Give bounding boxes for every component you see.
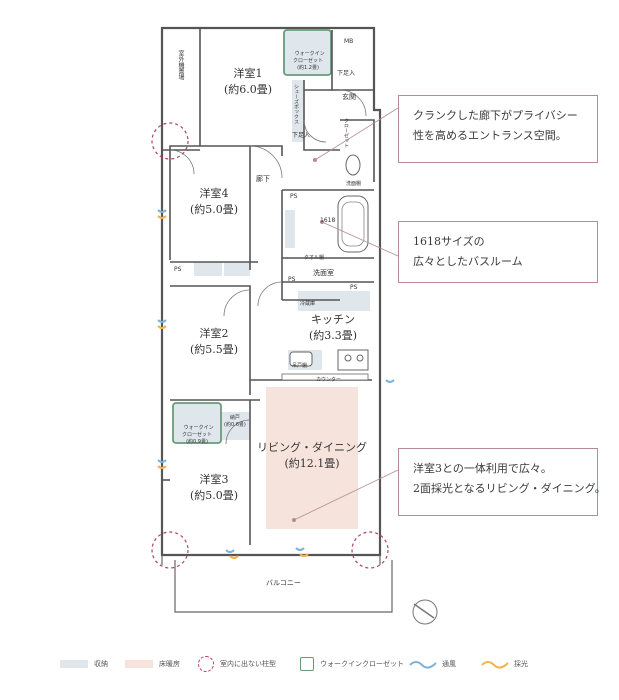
- room-western4: 洋室4 (約5.0畳): [184, 186, 244, 218]
- room-size: (約12.1畳): [284, 457, 340, 470]
- label-toilet-storage: 洗面棚: [346, 181, 362, 187]
- legend-wic: ウォークインクローゼット: [300, 654, 404, 674]
- label-closet-hall: クローゼット: [343, 118, 349, 148]
- legend-ventilation: 通風: [408, 654, 456, 674]
- callout-line: 性を高めるエントランス空間。: [413, 129, 567, 142]
- daylight-icon: [481, 661, 509, 669]
- label-outdoor-storage: 室外機置場: [177, 50, 184, 80]
- room-size: (約6.0畳): [223, 83, 273, 96]
- pillar-marker: [151, 531, 189, 569]
- room-name: リビング・ダイニング: [257, 441, 367, 454]
- room-living: リビング・ダイニング (約12.1畳): [256, 440, 368, 472]
- callout-living: 洋室3との一体利用で広々。 2面採光となるリビング・ダイニング。: [398, 448, 606, 516]
- kitchen-counter: [281, 373, 369, 381]
- storage-closet: [292, 80, 304, 142]
- label-kitchen-storage: 吊戸棚: [292, 363, 308, 369]
- storage-closet: [285, 210, 295, 248]
- callout-point: [313, 158, 317, 162]
- legend-pillar: 室内に出ない柱型: [198, 654, 276, 674]
- storage-closet: [194, 262, 222, 276]
- callout-point: [320, 220, 324, 224]
- callout-bathroom: 1618サイズの 広々としたバスルーム: [398, 221, 598, 283]
- room-western3: 洋室3 (約5.0畳): [184, 472, 244, 504]
- label-balcony: バルコニー: [266, 579, 301, 587]
- label-bath-storage: タオル棚: [304, 255, 325, 261]
- label-fridge: 冷蔵庫: [300, 301, 316, 307]
- label-wic-top: ウォークイン クローゼット(約1.2畳): [292, 51, 325, 71]
- label-ps4: PS: [350, 284, 358, 291]
- storage-closet: [298, 291, 370, 311]
- room-western1: 洋室1 (約6.0畳): [218, 66, 278, 98]
- label-nando: 納戸(約0.6畳): [224, 415, 246, 428]
- label-bath: 1618: [320, 217, 336, 224]
- room-name: 洋室3: [199, 473, 229, 486]
- storage-closet: [222, 412, 250, 440]
- room-name: 洋室4: [199, 187, 229, 200]
- label-wic-bottom: ウォークイン クローゼット(約0.9畳): [181, 425, 214, 445]
- bathtub: [337, 195, 369, 253]
- label-entrance: 玄関: [342, 93, 356, 101]
- label-mb: MB: [344, 38, 354, 45]
- room-name: キッチン: [311, 313, 355, 326]
- toilet: [345, 154, 361, 176]
- pillar-marker: [151, 122, 189, 160]
- label-ps2: PS: [174, 266, 182, 273]
- compass-icon: [412, 599, 438, 625]
- label-shoe-cabinet: シューズボックス: [293, 84, 299, 124]
- callout-point: [292, 518, 296, 522]
- legend-floor-heating: 床暖房: [125, 654, 180, 674]
- sink: [289, 351, 313, 367]
- label-washroom: 洗面室: [313, 269, 334, 277]
- callout-line: 2面採光となるリビング・ダイニング。: [413, 482, 606, 495]
- callout-line: 1618サイズの: [413, 235, 485, 248]
- storage-closet: [224, 262, 250, 276]
- room-size: (約3.3畳): [308, 329, 358, 342]
- legend: 収納 床暖房 室内に出ない柱型 ウォークインクローゼット 通風 採光: [0, 654, 619, 674]
- walk-in-closet-top: [283, 29, 332, 76]
- ventilation-icon: [409, 661, 437, 669]
- legend-storage: 収納: [60, 654, 108, 674]
- label-ps1: PS: [290, 193, 298, 200]
- room-name: 洋室2: [199, 327, 229, 340]
- label-hallway: 廊下: [256, 175, 270, 183]
- legend-daylight: 採光: [480, 654, 528, 674]
- room-size: (約5.0畳): [189, 203, 239, 216]
- callout-entrance: クランクした廊下がプライバシー 性を高めるエントランス空間。: [398, 95, 598, 163]
- label-shoes-in2: 下足入: [292, 132, 311, 139]
- walk-in-closet-bottom: [172, 402, 222, 444]
- pillar-marker: [351, 531, 389, 569]
- room-western2: 洋室2 (約5.5畳): [184, 326, 244, 358]
- callout-line: 洋室3との一体利用で広々。: [413, 462, 552, 475]
- label-counter: カウンター: [316, 377, 342, 383]
- label-shoes-in: 下足入: [337, 70, 356, 77]
- callout-line: クランクした廊下がプライバシー: [413, 109, 578, 122]
- callout-line: 広々としたバスルーム: [413, 255, 523, 268]
- floor-heating-area: [266, 387, 358, 529]
- room-kitchen: キッチン (約3.3畳): [300, 312, 366, 344]
- label-ps3: PS: [288, 276, 296, 283]
- room-size: (約5.5畳): [189, 343, 239, 356]
- stove: [337, 349, 369, 371]
- room-name: 洋室1: [233, 67, 263, 80]
- room-size: (約5.0畳): [189, 489, 239, 502]
